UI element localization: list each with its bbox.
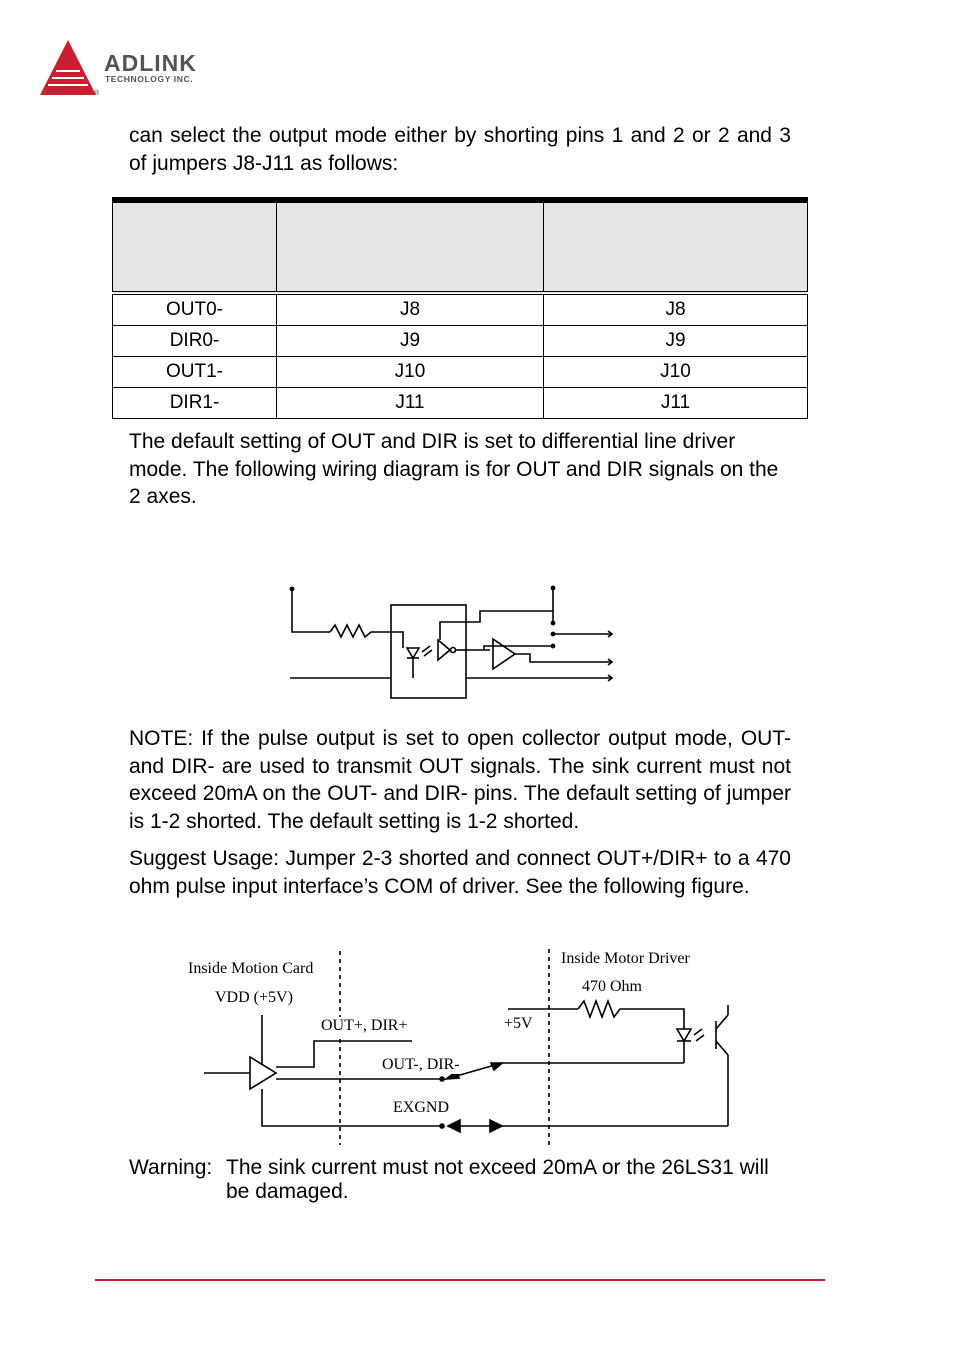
table-header-cell	[112, 199, 277, 295]
out-plus-label: OUT+, DIR+	[321, 1017, 408, 1035]
table-row: OUT1- J10 J10	[112, 356, 808, 388]
out-minus-label: OUT-, DIR-	[382, 1056, 460, 1074]
table-header-row	[112, 199, 808, 295]
footer-rule	[95, 1279, 825, 1281]
intro-paragraph: can select the output mode either by sho…	[129, 124, 791, 175]
logo-reg: ®	[94, 90, 100, 97]
table-cell: DIR0-	[112, 325, 277, 357]
plus5v-label: +5V	[504, 1015, 533, 1032]
inside-motion-card-label: Inside Motion Card	[188, 960, 314, 977]
warning-line-2: be damaged.	[226, 1180, 349, 1203]
vdd-label: VDD (+5V)	[215, 989, 293, 1006]
note-paragraph: NOTE: If the pulse output is set to open…	[129, 727, 791, 833]
suggest-usage-paragraph: Suggest Usage: Jumper 2-3 shorted and co…	[129, 847, 791, 898]
table-cell: OUT1-	[112, 356, 277, 388]
exgnd-label: EXGND	[393, 1099, 449, 1116]
table-row: DIR1- J11 J11	[112, 387, 808, 419]
table-cell: J11	[276, 387, 544, 419]
table-cell: J9	[543, 325, 808, 357]
table-cell: J11	[543, 387, 808, 419]
table-cell: J8	[276, 292, 544, 326]
table-cell: J9	[276, 325, 544, 357]
warning-line-1: The sink current must not exceed 20mA or…	[226, 1156, 769, 1179]
table-cell: OUT0-	[112, 292, 277, 326]
jumper-table: OUT0- J8 J8 DIR0- J9 J9 OUT1- J10 J10 DI…	[112, 197, 808, 419]
logo-sub: TECHNOLOGY INC.	[105, 74, 194, 84]
ohm-label: 470 Ohm	[582, 978, 642, 995]
logo-triangle-icon	[40, 40, 96, 95]
inside-motor-driver-label: Inside Motor Driver	[561, 950, 690, 967]
table-header-cell	[276, 199, 544, 295]
table-row: OUT0- J8 J8	[112, 292, 808, 326]
open-collector-wiring-diagram: Inside Motion Card VDD (+5V) OUT+, DIR+ …	[180, 945, 740, 1150]
table-cell: J8	[543, 292, 808, 326]
table-cell: J10	[543, 356, 808, 388]
warning-label: Warning:	[129, 1156, 213, 1179]
default-setting-paragraph: The default setting of OUT and DIR is se…	[129, 430, 779, 508]
table-header-cell	[543, 199, 808, 295]
table-cell: J10	[276, 356, 544, 388]
table-cell: DIR1-	[112, 387, 277, 419]
table-row: DIR0- J9 J9	[112, 325, 808, 357]
line-driver-wiring-diagram	[289, 585, 614, 699]
logo: ADLINK TECHNOLOGY INC. ®	[38, 38, 238, 98]
logo-brand: ADLINK	[104, 50, 197, 76]
